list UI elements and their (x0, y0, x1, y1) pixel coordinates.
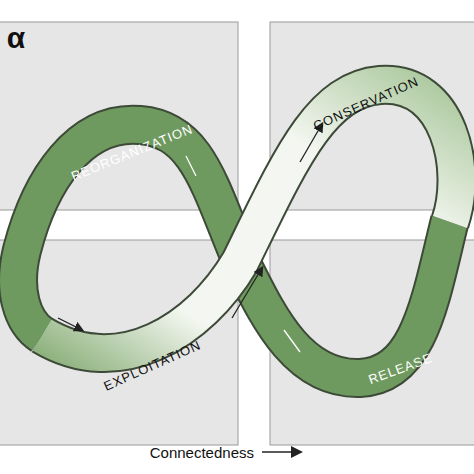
alpha-symbol: α (7, 21, 25, 55)
axis-label: Connectedness (150, 444, 254, 461)
